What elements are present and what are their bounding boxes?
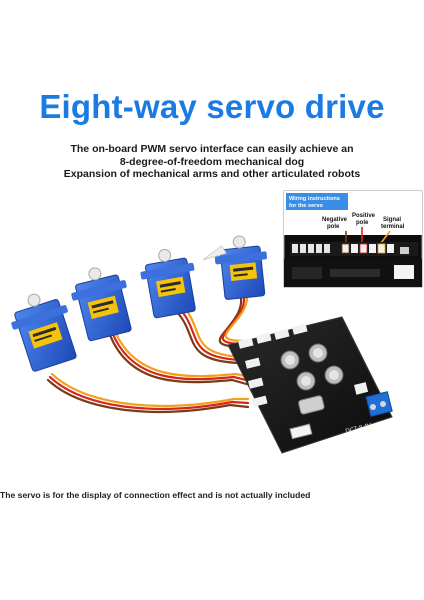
servo-4 bbox=[202, 235, 268, 300]
inset-usb-socket bbox=[394, 265, 414, 279]
negative-label-2: pole bbox=[327, 224, 340, 230]
subtitle-line-1a: The on-board PWM servo interface can eas… bbox=[70, 143, 354, 155]
signal-label-2: terminal bbox=[381, 224, 405, 230]
inset-header-bg bbox=[286, 193, 348, 210]
crystal bbox=[298, 395, 325, 415]
signal-label-1: Signal bbox=[383, 217, 401, 223]
wiring-inset: Wiring instructions for the servo Negati… bbox=[283, 190, 423, 288]
jst-connector bbox=[289, 423, 313, 440]
servo-3 bbox=[140, 248, 196, 319]
capacitors bbox=[280, 343, 344, 391]
power-terminal bbox=[365, 391, 393, 418]
inset-trace-block bbox=[330, 269, 380, 277]
positive-label-2: pole bbox=[356, 220, 369, 226]
positive-label-1: Positive bbox=[352, 213, 376, 219]
usb-port bbox=[354, 382, 369, 395]
footer-note: The servo is for the display of connecti… bbox=[0, 490, 311, 500]
driver-board: DC7-8.4V bbox=[227, 316, 393, 454]
inset-header-line-1: Wiring instructions bbox=[289, 196, 340, 202]
subtitle-line-1: The on-board PWM servo interface can eas… bbox=[0, 143, 424, 169]
inset-chip bbox=[292, 267, 322, 279]
headline: Eight-way servo drive bbox=[39, 88, 385, 125]
inset-header-pins bbox=[290, 242, 418, 256]
subtitle-line-2: Expansion of mechanical arms and other a… bbox=[63, 168, 361, 180]
servo-2 bbox=[71, 267, 132, 342]
pin-headers bbox=[238, 323, 308, 407]
inset-header-line-2: for the servo bbox=[289, 203, 323, 209]
subtitle-line-1b: 8-degree-of-freedom mechanical dog bbox=[119, 156, 305, 168]
product-scene: Wiring instructions for the servo Negati… bbox=[11, 190, 423, 454]
servo-1 bbox=[11, 293, 77, 372]
negative-label-1: Negative bbox=[322, 217, 348, 223]
